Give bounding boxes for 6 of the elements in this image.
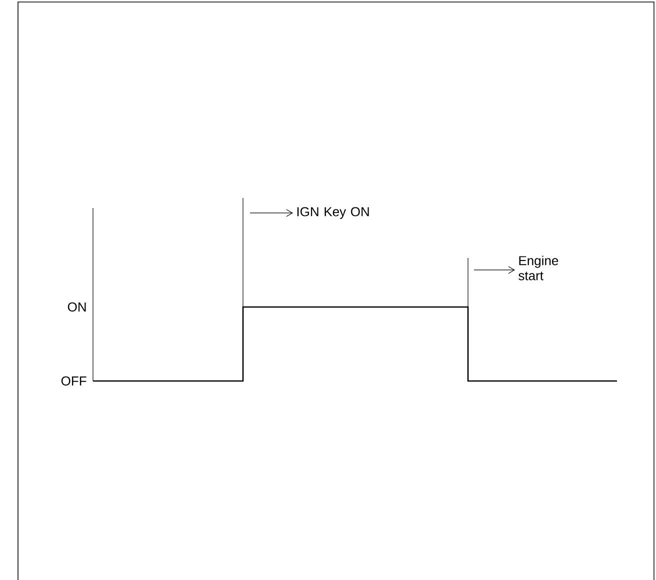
level-label: OFF xyxy=(61,376,86,386)
event-label: IGN Key ON xyxy=(297,207,369,219)
arrow xyxy=(250,209,293,217)
level-label: ON xyxy=(68,302,86,312)
event-label: Engine start xyxy=(518,256,558,280)
arrow xyxy=(474,266,515,274)
